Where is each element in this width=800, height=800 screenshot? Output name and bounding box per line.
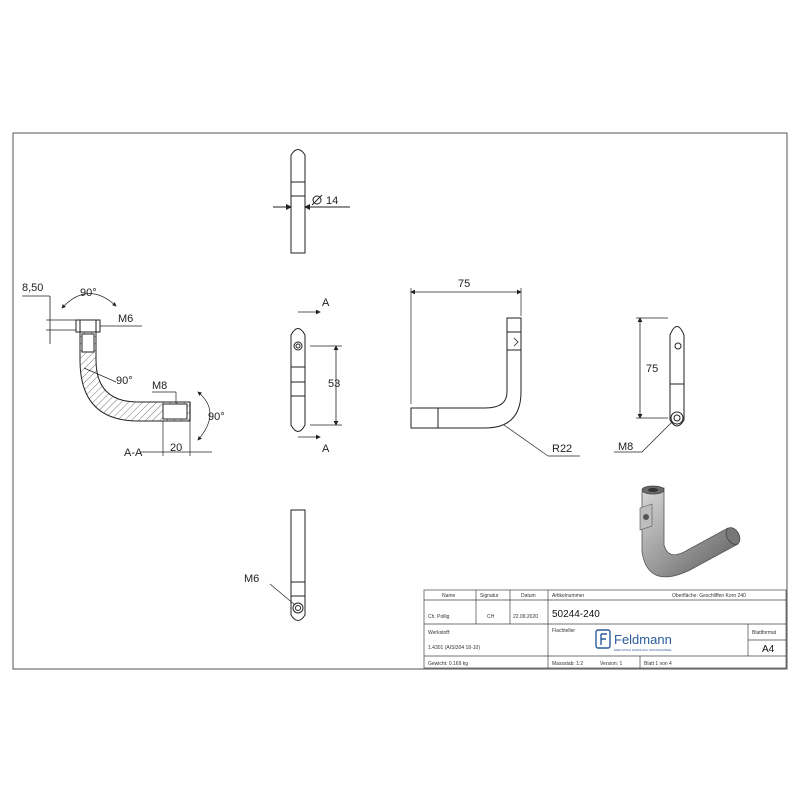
section-view — [22, 293, 212, 456]
bottom-view — [269, 509, 306, 621]
tb-version: Version: 1 — [600, 661, 622, 667]
dim-angle-top: 90° — [80, 287, 97, 299]
tb-blatt: Blatt 1 von 4 — [644, 661, 672, 667]
dim-r22: R22 — [552, 443, 572, 455]
title-block-lines — [423, 589, 787, 669]
feldmann-logo-icon — [595, 629, 611, 649]
dim-diameter: 14 — [326, 195, 338, 207]
isometric-render — [639, 485, 741, 578]
section-label: A-A — [124, 447, 143, 459]
tb-header-signatur: Signatur — [480, 593, 499, 599]
tb-signatur: CH — [487, 614, 495, 620]
section-mark-bottom: A — [322, 443, 330, 455]
dim-m6-section: M6 — [118, 313, 133, 325]
dim-angle-bend: 90° — [116, 375, 133, 387]
tb-header-name: Name — [442, 593, 456, 599]
tb-header-datum: Datum — [521, 593, 536, 599]
tb-name: Ch. Pollig — [428, 614, 450, 620]
dim-angle-right: 90° — [208, 411, 225, 423]
top-view — [273, 149, 350, 254]
dim-53: 53 — [328, 378, 340, 390]
dim-75-height: 75 — [646, 363, 658, 375]
front-view — [290, 309, 342, 440]
dim-m8-right: M8 — [618, 441, 633, 453]
dim-m6-bottom: M6 — [244, 573, 259, 585]
tb-oberflaeche: Oberfläche: Geschliffen Korn 240 — [672, 593, 746, 599]
tb-datum: 22.09.2020 — [513, 614, 538, 620]
sheet-frame — [12, 132, 788, 670]
right-view — [614, 317, 685, 453]
dim-m8-section: M8 — [152, 380, 167, 392]
section-mark-top: A — [322, 297, 330, 309]
tb-artikel-label: Artikelnummer — [552, 593, 585, 599]
side-view — [410, 288, 580, 457]
tb-werkstoff-label: Werkstoff: — [428, 630, 450, 636]
tb-logo-sub: EDELSTAHL HANDLAUF GROSSHANDEL — [614, 648, 672, 652]
tb-gewicht: Gewicht: 0.169 kg — [428, 661, 468, 667]
tb-blattformat: A4 — [762, 644, 775, 655]
tb-bezeichnung-label: Flachteller — [552, 628, 575, 634]
dim-20: 20 — [170, 442, 182, 454]
tb-massstab: Massstab: 1:2 — [552, 661, 583, 667]
tb-blattformat-label: Blattformat — [752, 630, 777, 636]
tb-logo-text: Feldmann — [614, 632, 672, 647]
dim-8-50: 8,50 — [22, 282, 43, 294]
tb-artikelnummer: 50244-240 — [552, 609, 600, 620]
dim-75-width: 75 — [458, 278, 470, 290]
tb-werkstoff: 1.4301 (AISI304 18-10) — [428, 645, 480, 651]
